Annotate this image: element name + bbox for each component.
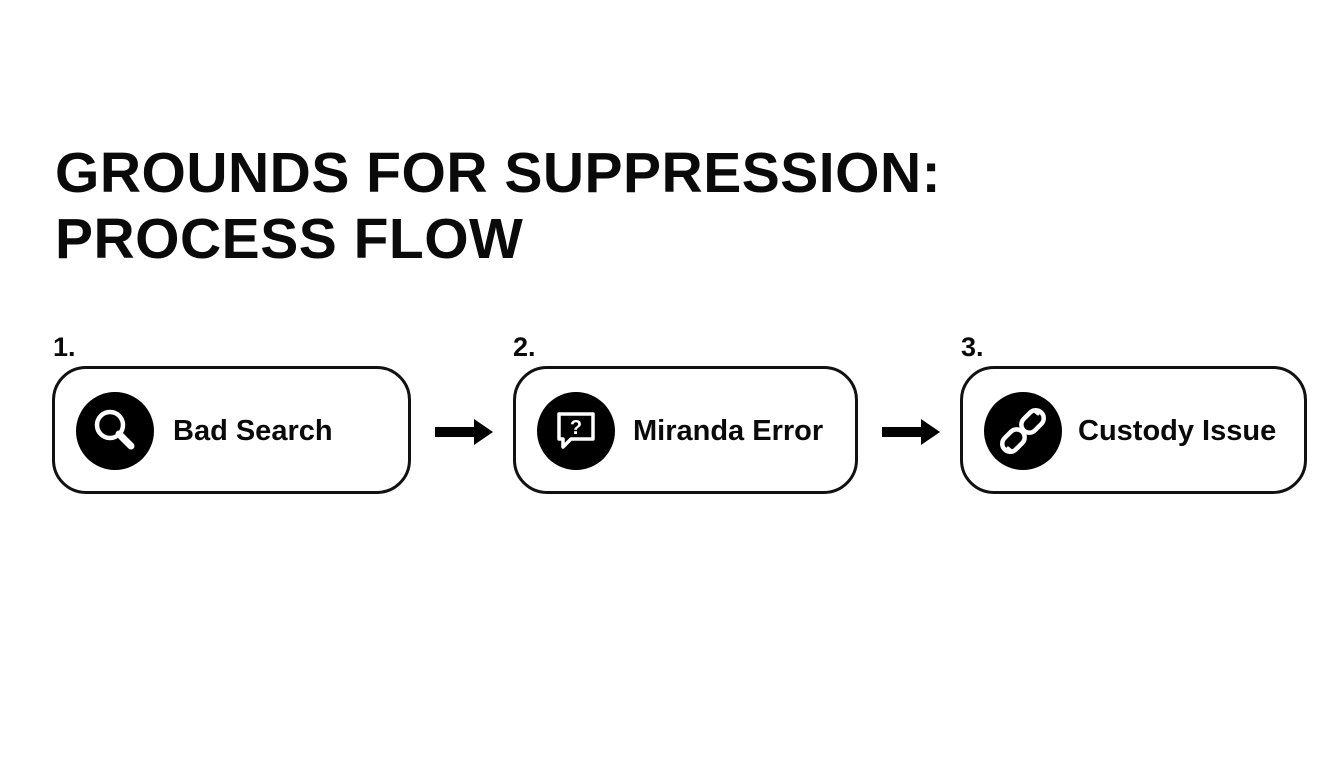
speech-bubble-question-icon: ? <box>537 392 615 470</box>
title-line-2: PROCESS FLOW <box>55 207 524 271</box>
title-line-1: GROUNDS FOR SUPPRESSION: <box>55 141 942 205</box>
step-1-number: 1. <box>53 332 76 362</box>
step-3-number: 3. <box>961 332 984 362</box>
page-title: GROUNDS FOR SUPPRESSION: PROCESS FLOW <box>55 140 941 272</box>
step-2-box: ? Miranda Error <box>513 366 858 494</box>
step-3-box: Custody Issue <box>960 366 1307 494</box>
step-2-label: Miranda Error <box>633 415 824 447</box>
right-arrow-icon <box>882 419 940 445</box>
right-arrow-icon <box>435 419 493 445</box>
step-3-label: Custody Issue <box>1078 415 1277 447</box>
step-2-number: 2. <box>513 332 536 362</box>
broken-chain-link-icon <box>984 392 1062 470</box>
svg-text:?: ? <box>570 417 582 439</box>
step-1-box: Bad Search <box>52 366 411 494</box>
magnifying-glass-icon <box>76 392 154 470</box>
step-1-label: Bad Search <box>173 415 333 447</box>
